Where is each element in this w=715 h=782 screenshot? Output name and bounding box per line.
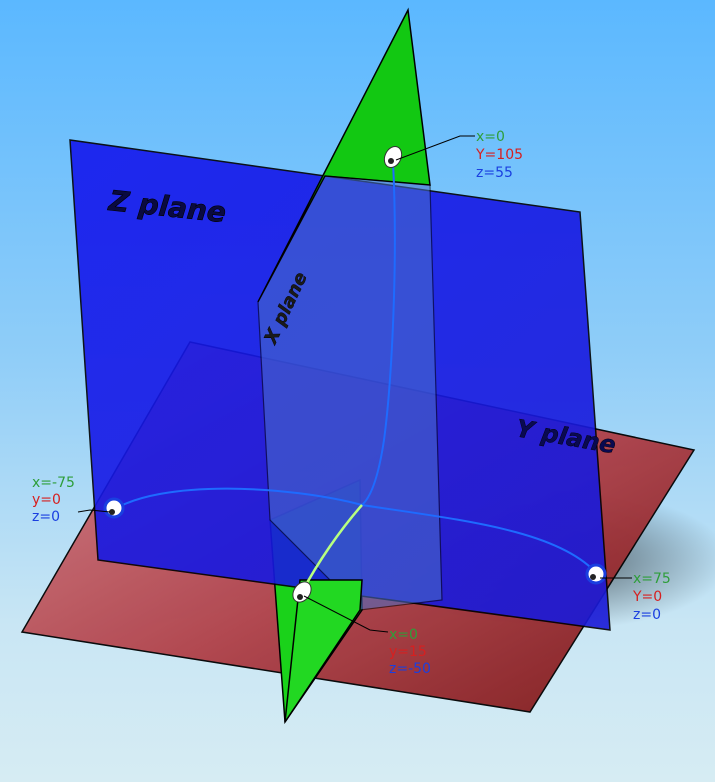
coord-left-z: z=0	[32, 509, 60, 525]
x-plane-middle	[257, 175, 443, 611]
coord-right-x: x=75	[633, 571, 671, 587]
point-left-handle[interactable]	[103, 497, 125, 519]
coord-top-y: Y=105	[475, 147, 523, 163]
coord-right-y: Y=0	[632, 589, 662, 605]
coord-bottom-x: x=0	[389, 627, 418, 643]
curve-vertical	[361, 161, 396, 506]
point-top-handle[interactable]	[381, 144, 405, 171]
coord-bottom-y: y=15	[389, 644, 427, 660]
leader-top	[395, 135, 475, 161]
coord-bottom-z: z=-50	[389, 661, 431, 677]
coord-left-x: x=-75	[32, 475, 75, 491]
leader-bottom	[303, 595, 389, 633]
coord-top-z: z=55	[476, 165, 513, 181]
curve-right	[361, 504, 599, 576]
point-right-handle[interactable]	[585, 563, 607, 585]
coord-right-z: z=0	[633, 607, 661, 623]
coord-top-x: x=0	[476, 129, 505, 145]
curve-left	[109, 487, 363, 513]
coord-left-y: y=0	[32, 492, 61, 508]
leader-left	[77, 509, 111, 513]
